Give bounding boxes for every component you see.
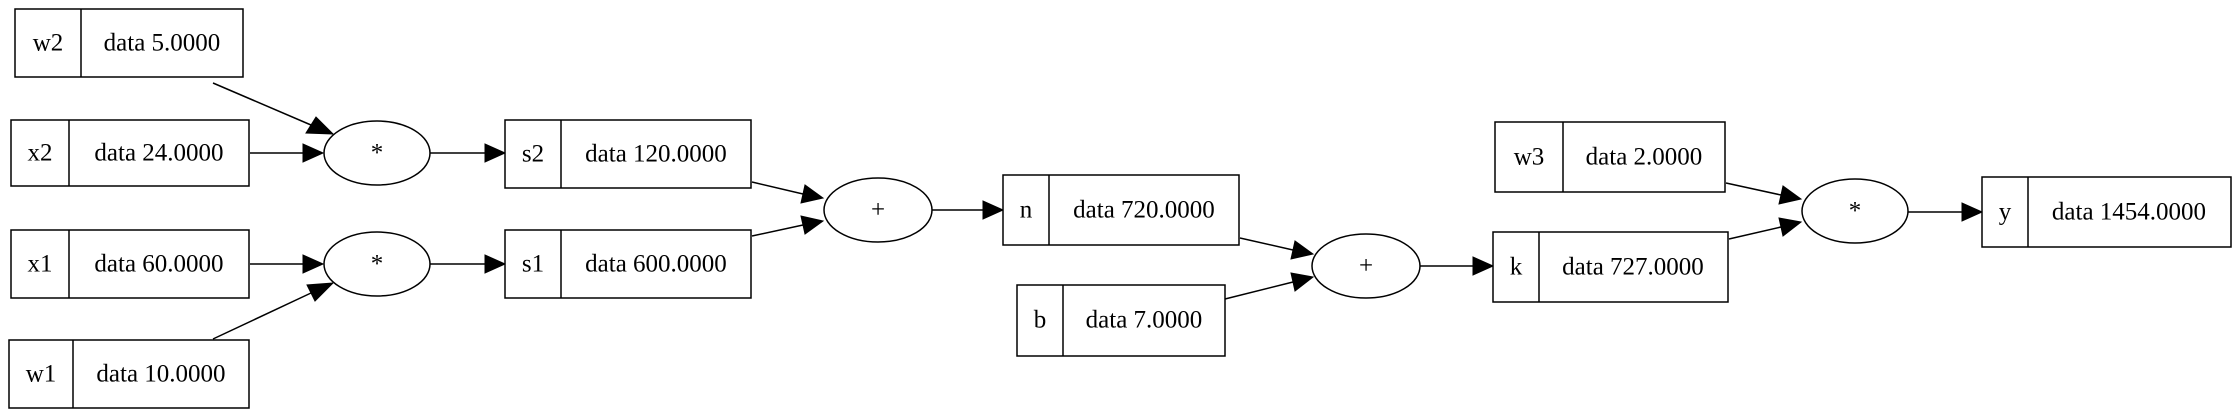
value-node-w1: w1 data 10.0000 <box>8 339 250 409</box>
edge-n-to-add-k <box>1239 237 1294 251</box>
node-label: k <box>1510 254 1523 281</box>
op-node-mul-y: * <box>1801 178 1909 244</box>
arrowhead <box>1778 217 1803 237</box>
arrowhead <box>1290 272 1315 292</box>
value-node-x2: x2 data 24.0000 <box>10 119 250 187</box>
op-node-mul-s1: * <box>323 231 431 297</box>
node-data: data 60.0000 <box>94 251 223 278</box>
edge-k-to-mul-y <box>1728 226 1782 240</box>
edge-s1-to-add-n <box>751 224 804 237</box>
arrowhead <box>1778 185 1803 205</box>
op-symbol: * <box>371 140 384 167</box>
op-symbol: * <box>1849 198 1862 225</box>
edge-w1-to-mul-s1 <box>212 292 312 340</box>
node-data: data 727.0000 <box>1562 254 1704 281</box>
node-label: y <box>1999 199 2012 226</box>
arrowhead <box>484 143 507 163</box>
value-node-s2: s2 data 120.0000 <box>504 119 752 189</box>
value-node-w2: w2 data 5.0000 <box>14 8 244 78</box>
arrowhead <box>484 254 507 274</box>
node-data: data 5.0000 <box>104 30 221 57</box>
node-data: data 10.0000 <box>96 361 225 388</box>
node-label: x2 <box>28 140 53 167</box>
node-label: w2 <box>33 30 64 57</box>
node-data: data 24.0000 <box>94 140 223 167</box>
op-symbol: * <box>371 251 384 278</box>
node-data: data 2.0000 <box>1586 144 1703 171</box>
edge-b-to-add-k <box>1224 281 1294 300</box>
arrowhead <box>1290 240 1315 260</box>
edge-w2-to-mul-s2 <box>212 82 312 126</box>
node-label: s2 <box>522 141 544 168</box>
value-node-b: b data 7.0000 <box>1016 284 1226 357</box>
node-data: data 7.0000 <box>1086 307 1203 334</box>
edge-s2-to-add-n <box>751 181 804 195</box>
value-nodes: w2 data 5.0000 x2 data 24.0000 x1 data 6… <box>8 8 2232 409</box>
node-label: b <box>1034 307 1047 334</box>
node-data: data 600.0000 <box>585 251 727 278</box>
op-node-mul-s2: * <box>323 120 431 186</box>
node-label: s1 <box>522 251 544 278</box>
op-node-add-n: + <box>823 177 933 243</box>
op-symbol: + <box>1359 253 1373 280</box>
arrowhead <box>305 116 335 135</box>
edge-w3-to-mul-y <box>1725 182 1782 196</box>
arrowhead <box>306 282 335 302</box>
value-node-s1: s1 data 600.0000 <box>504 229 752 299</box>
arrowhead <box>800 215 825 235</box>
arrowhead <box>800 184 825 204</box>
op-symbol: + <box>871 197 885 224</box>
node-label: w3 <box>1514 144 1545 171</box>
arrowhead <box>982 200 1005 220</box>
arrowhead <box>302 143 325 163</box>
node-label: w1 <box>26 361 57 388</box>
node-data: data 120.0000 <box>585 141 727 168</box>
op-node-add-k: + <box>1311 233 1421 299</box>
value-node-y: y data 1454.0000 <box>1981 176 2232 248</box>
edges <box>212 82 1984 340</box>
node-data: data 720.0000 <box>1073 197 1215 224</box>
arrowhead <box>1961 202 1984 222</box>
node-label: n <box>1020 197 1033 224</box>
arrowhead <box>1472 256 1495 276</box>
arrowhead <box>302 254 325 274</box>
node-data: data 1454.0000 <box>2052 199 2206 226</box>
node-label: x1 <box>28 251 53 278</box>
value-node-n: n data 720.0000 <box>1002 174 1240 246</box>
op-nodes: * * + + * <box>323 120 1909 299</box>
value-node-w3: w3 data 2.0000 <box>1494 121 1726 193</box>
value-node-k: k data 727.0000 <box>1492 231 1729 303</box>
value-node-x1: x1 data 60.0000 <box>10 229 250 299</box>
